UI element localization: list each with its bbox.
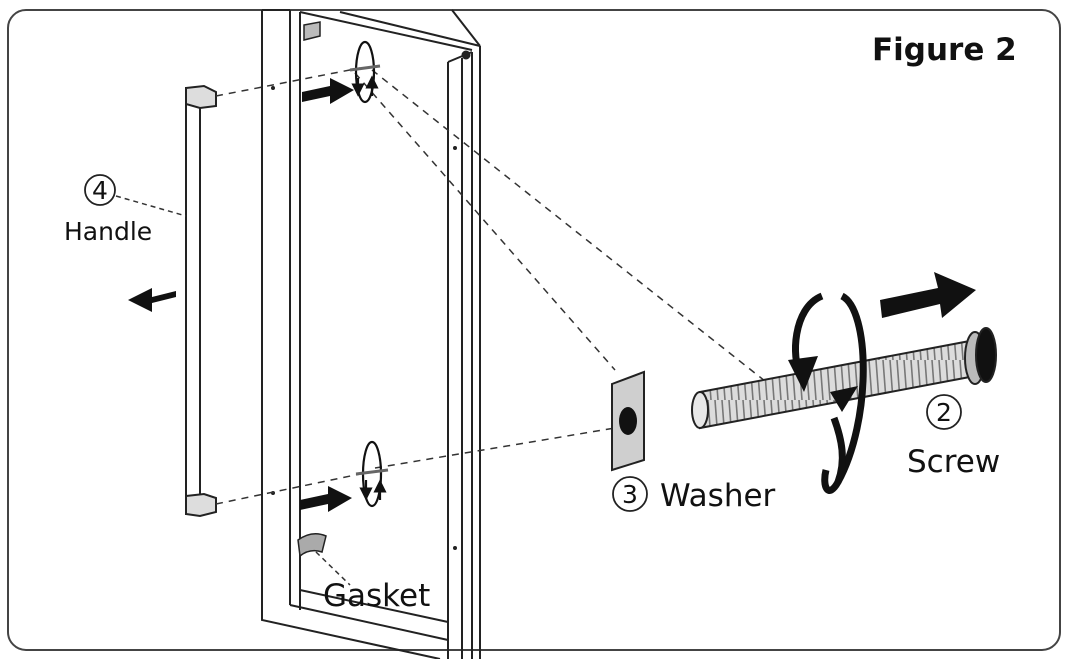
screw-label: Screw: [907, 444, 1000, 480]
rotate-bottom-icon: [355, 440, 389, 508]
insert-arrow-bottom-icon: [300, 486, 352, 512]
handle-number: 4: [92, 176, 108, 205]
pull-left-arrow-icon: [128, 288, 176, 312]
washer-callout: 3 Washer: [612, 476, 776, 514]
door-dot: [453, 546, 457, 550]
handle-bar: [185, 84, 217, 518]
screw-callout: 2 Screw: [907, 394, 1000, 480]
top-hinge: [303, 21, 321, 41]
gasket-label: Gasket: [323, 578, 430, 614]
screw-direction-arrow-icon: [880, 272, 976, 318]
handle-label: Handle: [64, 217, 152, 246]
door-dot: [271, 86, 275, 90]
gasket: [297, 533, 351, 586]
washer-label: Washer: [660, 478, 776, 514]
screw-number: 2: [936, 398, 952, 427]
figure-frame: [7, 9, 1061, 651]
washer-number: 3: [622, 480, 638, 509]
handle-callout: 4 Handle: [64, 174, 187, 246]
screw: [691, 327, 997, 430]
rotate-screw-icon: [788, 292, 867, 494]
door-dot: [453, 146, 457, 150]
alignment-lines: [215, 67, 771, 505]
rotate-top-icon: [349, 40, 381, 104]
washer: [611, 370, 645, 472]
door: [261, 9, 481, 660]
figure-title: Figure 2: [872, 32, 1017, 68]
insert-arrow-top-icon: [302, 78, 354, 104]
